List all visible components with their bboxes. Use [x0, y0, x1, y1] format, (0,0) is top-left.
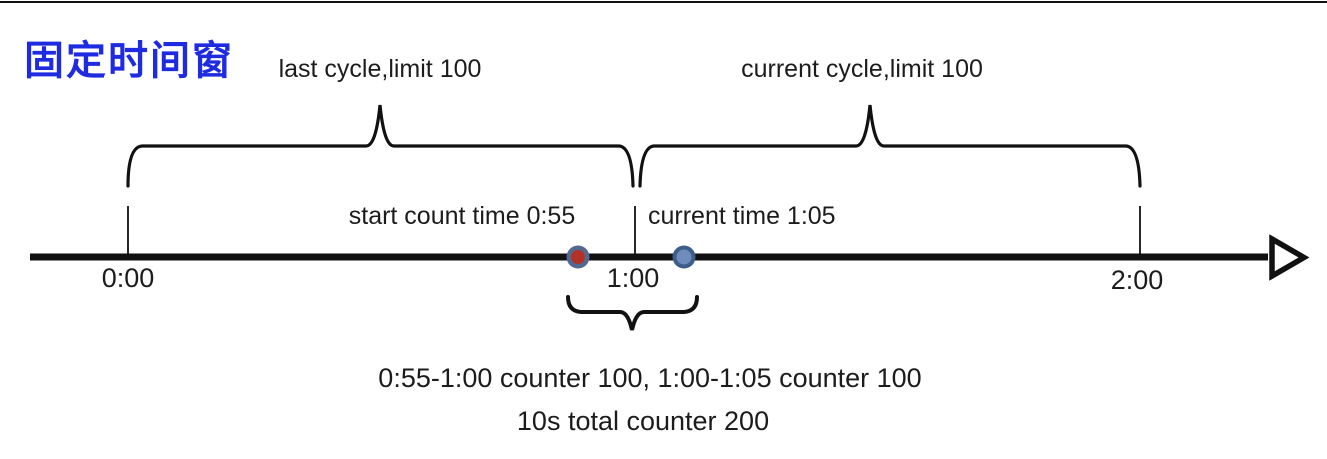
current-time-dot-icon [676, 249, 692, 265]
current-cycle-brace-icon [638, 104, 1142, 188]
diagram-title: 固定时间窗 [24, 39, 234, 83]
start-count-time-label: start count time 0:55 [348, 202, 576, 230]
total-counter-text: 10s total counter 200 [516, 406, 770, 436]
current-cycle-label: current cycle,limit 100 [741, 55, 983, 83]
count-window-brace-icon [566, 295, 699, 331]
tick-label-2-00: 2:00 [1110, 265, 1164, 295]
counters-summary-text: 0:55-1:00 counter 100, 1:00-1:05 counter… [378, 363, 922, 393]
tick-label-1-00: 1:00 [606, 263, 660, 293]
timeline-arrow-icon [1269, 234, 1310, 281]
last-cycle-brace-icon [126, 104, 635, 188]
current-time-label: current time 1:05 [648, 202, 836, 230]
tick-label-0-00: 0:00 [101, 263, 155, 293]
last-cycle-label: last cycle,limit 100 [278, 55, 482, 83]
start-count-dot-icon [571, 250, 585, 264]
top-border-line [0, 1, 1327, 3]
